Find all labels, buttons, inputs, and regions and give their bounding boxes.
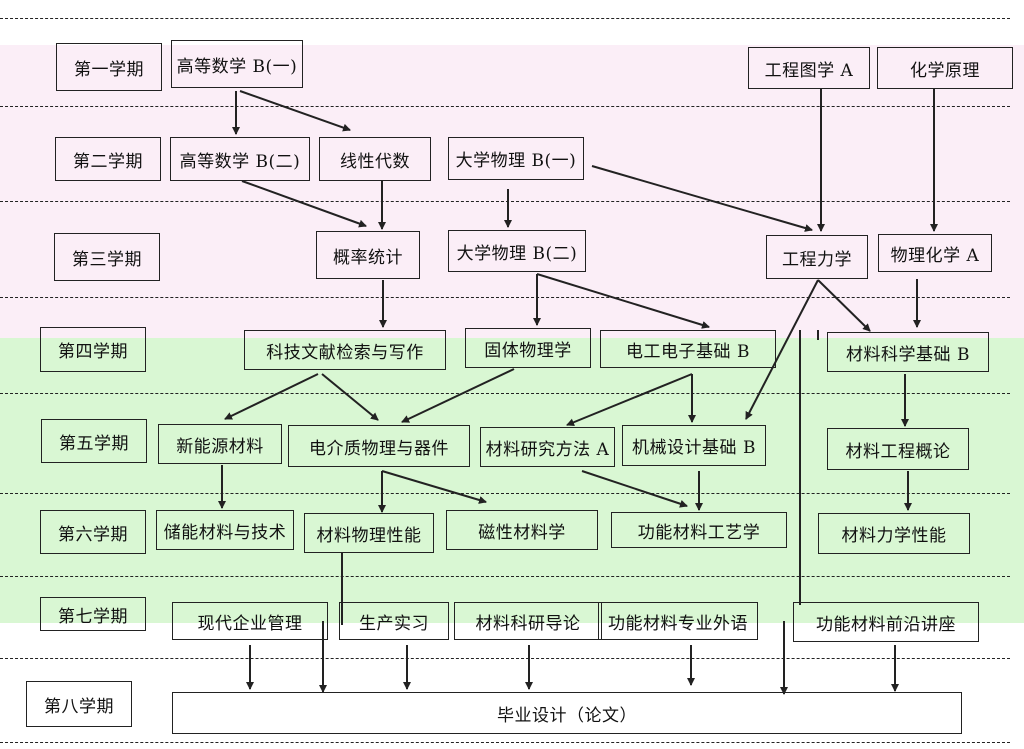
course-energy-storage: 储能材料与技术	[156, 510, 294, 550]
separator-3-4	[0, 297, 1010, 298]
arrow	[401, 368, 515, 423]
lower-background-band	[0, 338, 1024, 623]
course-engineering-mechanics: 工程力学	[766, 235, 868, 279]
course-enterprise-management: 现代企业管理	[172, 602, 328, 640]
upper-background-band	[0, 45, 1024, 342]
arrow	[536, 273, 710, 329]
course-chemistry-principles: 化学原理	[877, 47, 1013, 89]
course-probability-statistics: 概率统计	[316, 231, 420, 279]
arrow	[239, 90, 351, 132]
course-functional-materials-process: 功能材料工艺学	[611, 512, 787, 548]
separator-bottom	[0, 742, 1010, 743]
semester-label-2: 第二学期	[55, 137, 161, 181]
course-engineering-drawing-a: 工程图学 A	[748, 47, 870, 89]
arrow	[745, 279, 819, 420]
arrow	[381, 470, 487, 504]
course-frontier-lectures: 功能材料前沿讲座	[793, 602, 979, 642]
course-mechanical-design-b: 机械设计基础 B	[622, 425, 766, 466]
course-magnetic-materials: 磁性材料学	[446, 510, 598, 550]
course-research-methods-a: 材料研究方法 A	[480, 427, 615, 467]
separator-1-2	[0, 106, 1010, 107]
semester-label-6: 第六学期	[40, 510, 146, 554]
separator-4-5	[0, 393, 1010, 394]
semester-label-1: 第一学期	[56, 43, 162, 91]
separator-5-6	[0, 493, 1010, 494]
separator-2-3	[0, 201, 1010, 202]
course-materials-engineering: 材料工程概论	[827, 428, 969, 470]
semester-label-5: 第五学期	[41, 419, 147, 463]
separator-6-7	[0, 576, 1010, 577]
course-electronics-b: 电工电子基础 B	[600, 330, 776, 368]
separator-7-8	[0, 658, 1010, 659]
course-new-energy-materials: 新能源材料	[158, 424, 282, 464]
course-mechanical-properties: 材料力学性能	[818, 513, 970, 554]
arrow	[566, 373, 693, 427]
semester-label-3: 第三学期	[54, 233, 160, 281]
course-solid-state-physics: 固体物理学	[465, 328, 591, 368]
semester-label-4: 第四学期	[40, 327, 146, 372]
semester-label-7: 第七学期	[40, 597, 146, 631]
course-physical-chemistry-a: 物理化学 A	[878, 234, 992, 272]
course-dielectric-physics: 电介质物理与器件	[288, 425, 470, 467]
course-research-introduction: 材料科研导论	[454, 602, 602, 640]
semester-label-8: 第八学期	[26, 681, 132, 727]
course-materials-physical-properties: 材料物理性能	[304, 513, 434, 553]
course-math-b1: 高等数学 B(一)	[171, 40, 303, 88]
course-professional-english: 功能材料专业外语	[598, 602, 758, 640]
arrow	[581, 470, 688, 508]
course-linear-algebra: 线性代数	[319, 137, 431, 181]
arrow	[241, 180, 367, 228]
arrow	[224, 373, 319, 420]
arrow	[817, 279, 871, 332]
course-math-b2: 高等数学 B(二)	[170, 137, 310, 181]
course-graduation-thesis: 毕业设计（论文）	[172, 692, 962, 734]
course-physics-b2: 大学物理 B(二)	[448, 230, 586, 272]
course-sci-tech-literature: 科技文献检索与写作	[244, 330, 446, 370]
separator-top	[0, 18, 1010, 19]
course-materials-science-b: 材料科学基础 B	[827, 332, 989, 372]
course-physics-b1: 大学物理 B(一)	[448, 137, 584, 180]
course-production-internship: 生产实习	[339, 602, 449, 640]
arrow	[591, 165, 813, 232]
arrow	[321, 373, 379, 421]
